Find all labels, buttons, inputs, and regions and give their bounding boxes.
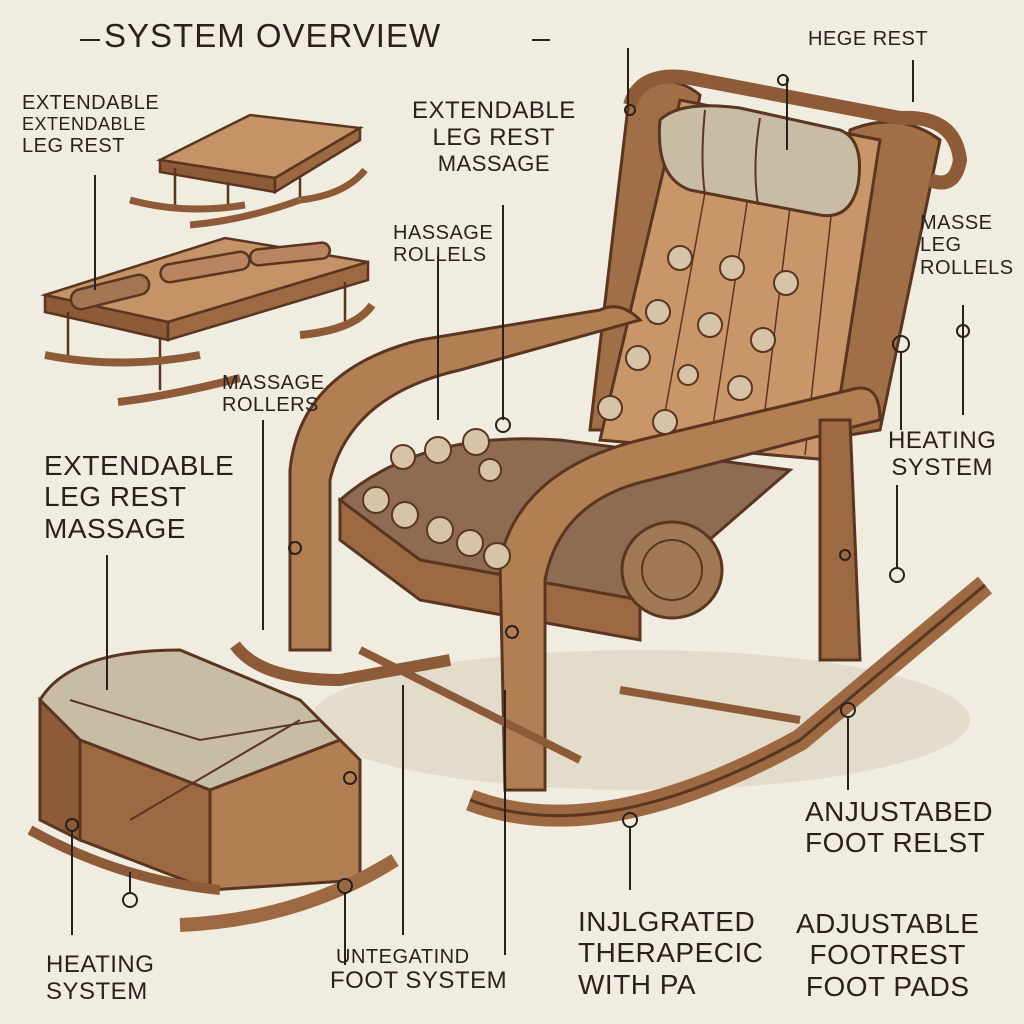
label-hege-rest: HEGE REST	[808, 28, 928, 50]
label-line: HEATING	[46, 951, 155, 978]
label-line: ANJUSTABED	[805, 796, 994, 827]
label-line: FOOT PADS	[805, 970, 970, 1002]
label-center-extendable-massage: EXTENDABLE LEG REST MASSAGE	[412, 97, 576, 176]
label-integatind-foot-system: UNTEGATIND FOOT SYSTEM	[330, 946, 507, 995]
upper-leg-rest-sketch	[129, 113, 368, 229]
label-massage-rollers: MASSAGE ROLLERS	[222, 372, 324, 417]
label-masse-leg-rollels: MASSE LEG ROLLELS	[920, 212, 1014, 279]
label-line: EXTENDABLE	[22, 114, 147, 135]
label-injlgrated-therapecic: INJLGRATED THERAPECIC WITH PA	[578, 906, 763, 1000]
label-line: EXTENDABLE	[412, 97, 576, 124]
footstool-sketch	[27, 648, 399, 932]
label-line: LEG	[920, 234, 962, 257]
label-line: LEG REST	[432, 123, 556, 151]
back-massage-balls	[597, 245, 799, 435]
label-heating-system-bottom: HEATING SYSTEM	[46, 951, 155, 1006]
label-line: EXTENDABLE	[44, 450, 235, 481]
label-top-left-extendable: EXTENDABLE EXTENDABLE LEG REST	[22, 92, 159, 157]
label-line: ROLLELS	[920, 256, 1014, 279]
label-line: WITH PA	[578, 968, 697, 1000]
label-left-extendable-massage: EXTENDABLE LEG REST MASSAGE	[44, 450, 234, 544]
label-line: LEG REST	[22, 134, 125, 157]
label-line: HASSAGE	[393, 222, 494, 244]
page-title: SYSTEM OVERVIEW	[104, 17, 442, 54]
label-heating-system-right: HEATING SYSTEM	[888, 427, 997, 482]
label-hassage-rollels: HASSAGE ROLLELS	[393, 222, 493, 267]
label-line: EXTENDABLE	[22, 92, 160, 114]
label-line: HEATING	[888, 427, 997, 454]
callout-leader-lines	[65, 48, 970, 965]
seat-massage-balls	[362, 428, 511, 570]
label-line: FOOTREST	[809, 939, 966, 971]
middle-leg-rest-sketch	[40, 236, 376, 406]
label-line: SYSTEM	[891, 453, 994, 481]
label-line: ADJUSTABLE	[796, 908, 980, 939]
label-line: MASSAGE	[222, 372, 325, 394]
label-line: MASSAGE	[437, 150, 551, 176]
label-line: ROLLELS	[393, 244, 487, 267]
label-line: UNTEGATIND	[336, 946, 470, 968]
label-line: SYSTEM	[46, 977, 148, 1005]
label-line: MASSE	[920, 212, 993, 234]
label-line: HEGE REST	[808, 28, 929, 50]
label-line: LEG REST	[44, 481, 187, 513]
label-anjustabed-foot-relst: ANJUSTABED FOOT RELST	[805, 796, 993, 859]
label-line: THERAPECIC	[578, 937, 764, 969]
label-line: MASSAGE	[44, 512, 186, 544]
label-line: FOOT RELST	[805, 827, 986, 859]
label-line: INJLGRATED	[578, 906, 756, 937]
label-line: FOOT SYSTEM	[330, 967, 508, 995]
main-rocking-chair	[230, 69, 993, 827]
label-adjustable-footrest-pads: ADJUSTABLE FOOTREST FOOT PADS	[796, 908, 979, 1002]
label-line: ROLLERS	[222, 394, 319, 417]
